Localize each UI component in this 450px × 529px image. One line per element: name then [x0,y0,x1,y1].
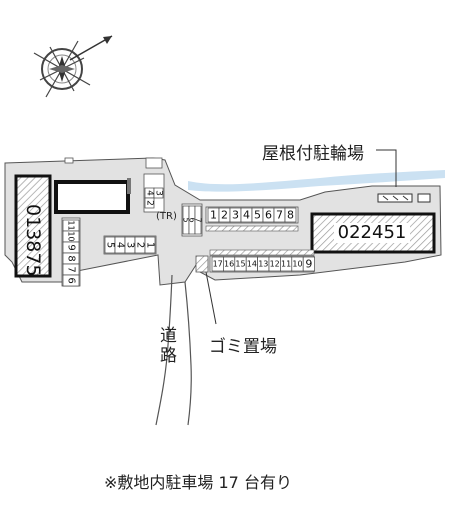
parking-space-number: 1 [210,209,217,222]
parking-space-number: 12 [270,260,280,269]
parking-space-number: 2 [145,200,155,206]
garbage-leader [205,271,217,325]
building-013875 [14,174,52,278]
parking-space-number: 6 [66,277,77,283]
parking-space-number: 7 [194,217,203,222]
parking-space-number: 6 [265,209,272,222]
parking-space-number: 10 [292,260,302,269]
parking-space-number: 8 [66,255,77,261]
parking-space-number: 15 [235,260,245,269]
parking-space-number: 4 [145,190,155,196]
bicycle-shed-leader [376,149,397,187]
parking-space-number: 11 [281,260,291,269]
parking-space-number: 7 [66,266,77,272]
parking-space [62,274,80,287]
road-label: 道路 [160,326,177,366]
road [155,274,173,426]
parking-space [144,197,155,209]
parking-space-number: 10 [67,231,76,241]
building-022451-label: 022451 [334,223,410,243]
parking-space [194,205,202,235]
parking-space-number: 4 [115,242,126,248]
parking-space-number: 9 [305,258,312,271]
parking-space-number: 8 [287,209,294,222]
parking-space-number: 5 [105,242,116,248]
parking-space [302,256,315,272]
parking-space [153,187,164,199]
parking-space-number: 3 [232,209,239,222]
parking-space-number: 5 [182,217,191,222]
parking-space-number: 1 [145,242,156,248]
bicycle-shed-label: 屋根付駐輪場 [262,144,364,164]
parking-space-number: 6 [188,217,197,222]
parking-space-number: 13 [258,260,268,269]
building-013875-label: 013875 [22,204,44,277]
tr-label: (TR) [156,211,177,222]
parking-space [284,207,297,223]
parking-space-number: 4 [243,209,250,222]
annex-building [54,180,130,214]
parking-space-number: 11 [67,220,76,230]
parking-space-number: 14 [247,260,257,269]
parking-space [144,236,156,254]
garbage-area-label: ゴミ置場 [209,337,277,357]
parking-space-number: 2 [221,209,228,222]
compass-icon [33,35,113,98]
parking-space-number: 17 [213,260,223,269]
waterway [188,170,445,192]
parking-space-number: 5 [254,209,261,222]
parking-space-number: 7 [276,209,283,222]
parking-space-number: 9 [66,244,77,250]
parking-space-number: 2 [135,242,146,248]
parking-space-number: 16 [224,260,234,269]
parking-count-note: ※敷地内駐車場 17 台有り [104,473,292,492]
parking-space-number: 3 [154,190,164,196]
parking-space-number: 3 [125,242,136,248]
